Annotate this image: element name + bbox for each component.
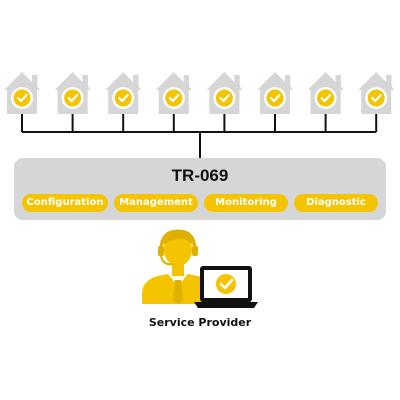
tr069-panel: TR-069 Configuration Management Monitori… bbox=[14, 158, 386, 220]
house-check-icon bbox=[4, 72, 40, 114]
feature-pill-diagnostic: Diagnostic bbox=[294, 194, 378, 212]
check-mark-icon bbox=[219, 93, 230, 103]
check-badge bbox=[215, 89, 233, 107]
feature-pill-monitoring: Monitoring bbox=[204, 194, 288, 212]
house-check-icon bbox=[105, 72, 142, 114]
check-mark-icon bbox=[371, 93, 382, 103]
check-badge bbox=[64, 89, 82, 107]
network-connector-lines bbox=[21, 114, 378, 158]
check-badge bbox=[266, 89, 284, 107]
house-check-icon bbox=[358, 72, 395, 114]
check-badge bbox=[13, 89, 31, 107]
house-check-icon bbox=[155, 72, 192, 114]
laptop-check-icon bbox=[194, 266, 258, 308]
check-mark-icon bbox=[320, 93, 332, 103]
check-mark-icon bbox=[16, 93, 28, 103]
headset-agent-icon bbox=[142, 229, 212, 304]
house-check-icon bbox=[307, 72, 344, 114]
check-badge bbox=[114, 89, 132, 107]
house-check-icon bbox=[206, 72, 243, 114]
house-check-icon bbox=[54, 72, 91, 114]
check-badge bbox=[367, 89, 385, 107]
check-mark-icon bbox=[118, 93, 129, 103]
check-mark-icon bbox=[168, 93, 180, 103]
check-badge bbox=[165, 89, 183, 107]
house-check-icon bbox=[257, 72, 293, 114]
check-mark-icon bbox=[67, 93, 79, 103]
service-provider-illustration bbox=[142, 229, 258, 308]
feature-pill-configuration: Configuration bbox=[22, 194, 108, 212]
feature-pill-management: Management bbox=[114, 194, 198, 212]
device-row bbox=[4, 72, 395, 114]
check-mark-icon bbox=[269, 93, 281, 103]
service-provider-label: Service Provider bbox=[148, 316, 252, 329]
protocol-title: TR-069 bbox=[171, 166, 229, 185]
check-badge bbox=[317, 89, 335, 107]
